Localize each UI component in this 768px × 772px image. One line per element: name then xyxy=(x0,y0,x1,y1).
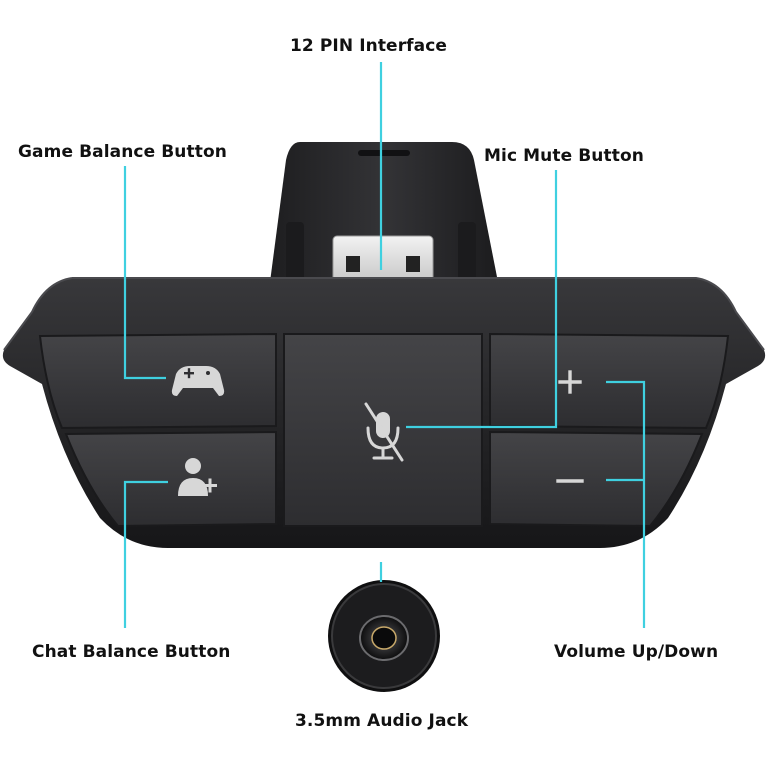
top-tower xyxy=(270,142,498,284)
buttons xyxy=(38,332,730,528)
pin-hole xyxy=(346,256,360,272)
label-pin-interface: 12 PIN Interface xyxy=(290,36,448,56)
right-post xyxy=(458,222,476,284)
volume-down-button[interactable] xyxy=(489,430,704,528)
left-post xyxy=(286,222,304,284)
plus-icon xyxy=(558,370,582,394)
callout-lines xyxy=(123,62,646,628)
pin-hole xyxy=(406,256,420,272)
person-icon xyxy=(178,458,217,496)
label-game-balance: Game Balance Button xyxy=(18,142,227,162)
label-chat-balance: Chat Balance Button xyxy=(32,642,231,662)
gamepad-icon xyxy=(171,366,225,396)
label-audio-jack: 3.5mm Audio Jack xyxy=(295,711,469,731)
jack-hole xyxy=(371,626,397,650)
game-balance-button[interactable] xyxy=(38,332,277,430)
mic-muted-icon xyxy=(364,402,404,462)
chat-balance-button[interactable] xyxy=(64,430,277,528)
label-mic-mute: Mic Mute Button xyxy=(484,146,644,166)
audio-jack-inset xyxy=(328,580,440,692)
tower-slot xyxy=(358,150,410,156)
label-volume: Volume Up/Down xyxy=(554,642,719,662)
